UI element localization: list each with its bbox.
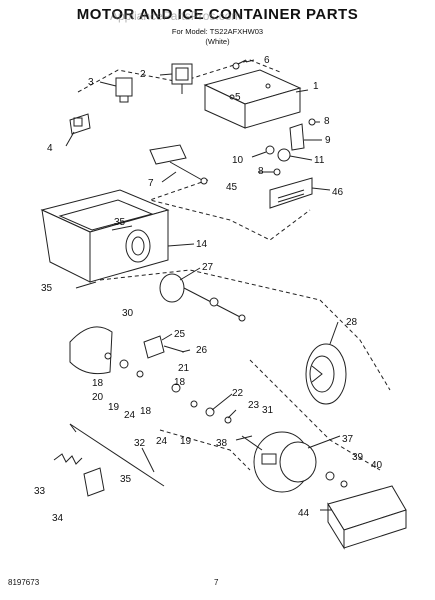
page-number: 7 xyxy=(214,578,219,587)
part-2-switch xyxy=(171,63,193,94)
callout-27: 27 xyxy=(202,262,214,273)
callout-6: 6 xyxy=(264,55,270,66)
part-3-relay xyxy=(115,77,133,103)
callout-39: 39 xyxy=(352,452,364,463)
callout-31: 31 xyxy=(262,405,274,416)
leader-lines xyxy=(65,59,341,511)
callout-45: 45 xyxy=(226,182,238,193)
callout-11: 11 xyxy=(314,155,325,166)
part-6-screw xyxy=(232,59,247,70)
part-1-bracket xyxy=(203,69,302,129)
part-28-impeller xyxy=(305,343,347,405)
callout-44: 44 xyxy=(298,508,310,519)
callout-23: 23 xyxy=(248,400,260,411)
callout-33: 33 xyxy=(34,486,46,497)
callout-2: 2 xyxy=(140,69,146,80)
part-37-motor xyxy=(241,431,317,493)
callout-32: 32 xyxy=(134,438,146,449)
callout-5: 5 xyxy=(235,92,241,103)
part-4-clip xyxy=(69,113,91,135)
callout-19-b: 19 xyxy=(180,436,192,447)
callout-34: 34 xyxy=(52,513,64,524)
parts-39-40-hardware xyxy=(325,471,348,488)
part-33-spring xyxy=(53,453,83,465)
parts-8-11-hardware xyxy=(265,118,316,176)
callout-35-a: 35 xyxy=(114,217,126,228)
callout-14: 14 xyxy=(196,239,208,250)
document-number: 8197673 xyxy=(8,578,40,587)
model-line: For Model: TS22AFXHW03 xyxy=(171,27,264,36)
callout-9: 9 xyxy=(325,135,331,146)
callout-28: 28 xyxy=(346,317,358,328)
callout-19-a: 19 xyxy=(108,402,120,413)
callout-7: 7 xyxy=(148,178,154,189)
callout-3: 3 xyxy=(88,77,94,88)
diagram-title: MOTOR AND ICE CONTAINER PARTS xyxy=(76,6,359,23)
callout-24-a: 24 xyxy=(124,410,136,421)
callout-22: 22 xyxy=(232,388,244,399)
part-30-plate xyxy=(69,326,113,375)
part-34-bracket xyxy=(83,467,105,497)
part-14-housing xyxy=(40,189,170,283)
color-line: (White) xyxy=(205,37,230,46)
watermark-text: AppliancePartsPros.com xyxy=(110,9,242,23)
callout-25: 25 xyxy=(174,329,186,340)
callout-10: 10 xyxy=(232,155,244,166)
callout-4: 4 xyxy=(47,143,53,154)
callout-38: 38 xyxy=(216,438,228,449)
callout-24-b: 24 xyxy=(156,436,168,447)
callout-21: 21 xyxy=(178,363,190,374)
callout-40: 40 xyxy=(371,460,383,471)
callout-18-b: 18 xyxy=(174,377,186,388)
callout-1: 1 xyxy=(313,81,319,92)
callout-8-lower: 8 xyxy=(258,166,264,177)
callout-46: 46 xyxy=(332,187,344,198)
callout-18-c: 18 xyxy=(140,406,152,417)
callout-35-b: 35 xyxy=(41,283,53,294)
callout-35-c: 35 xyxy=(120,474,132,485)
part-27-auger-drive xyxy=(159,273,246,322)
callout-26: 26 xyxy=(196,345,208,356)
callout-30: 30 xyxy=(122,308,134,319)
part-32-rod xyxy=(69,423,165,487)
callout-20: 20 xyxy=(92,392,104,403)
part-7-harness xyxy=(149,144,208,185)
callout-labels: 1 2 3 4 5 6 7 8 8 9 10 11 14 18 18 18 19… xyxy=(34,55,383,524)
part-25-26-blade xyxy=(143,335,185,359)
callout-37: 37 xyxy=(342,434,354,445)
part-44-cover xyxy=(327,485,407,550)
callout-8-upper: 8 xyxy=(324,116,330,127)
part-46-bracket xyxy=(269,177,313,209)
callout-18-a: 18 xyxy=(92,378,104,389)
